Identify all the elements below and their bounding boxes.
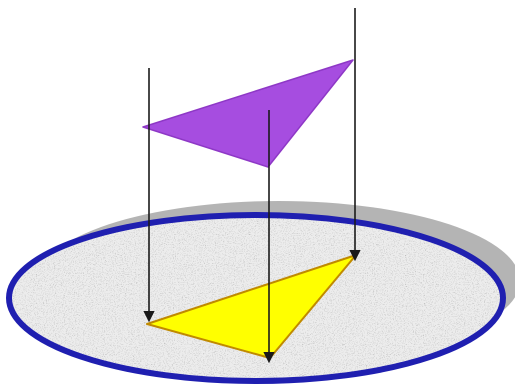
source-triangle [143, 60, 353, 167]
